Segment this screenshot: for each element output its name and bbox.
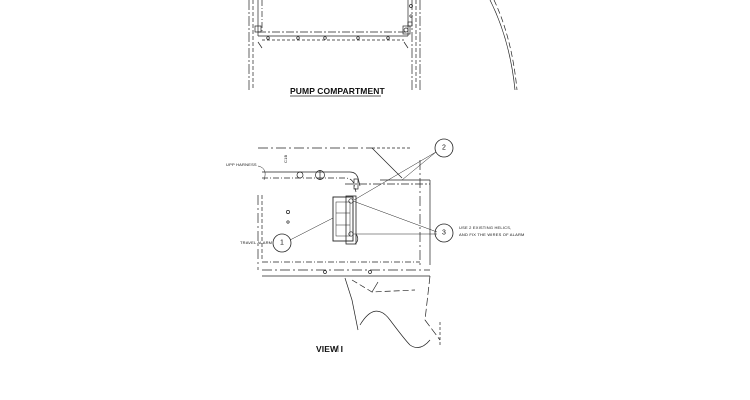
balloon-2: 2 — [442, 145, 446, 152]
view-i-title: VIEW I — [316, 344, 343, 354]
view-i-detail — [257, 138, 454, 352]
note-line-1: USE 2 EXISTING HELICS, — [459, 225, 511, 230]
pump-compartment-title: PUMP COMPARTMENT — [290, 86, 385, 96]
ref-label: C1B — [283, 154, 288, 163]
note-line-2: AND FIX THE WIRES OF ALARM — [459, 232, 525, 237]
balloon-3: 3 — [442, 230, 446, 237]
travel-alarm-label: TRAVEL ALARM — [240, 240, 272, 245]
upp-harness-label: UPP HARNESS — [226, 162, 257, 167]
balloon-1: 1 — [280, 240, 284, 247]
pump-compartment-view — [248, 0, 518, 97]
